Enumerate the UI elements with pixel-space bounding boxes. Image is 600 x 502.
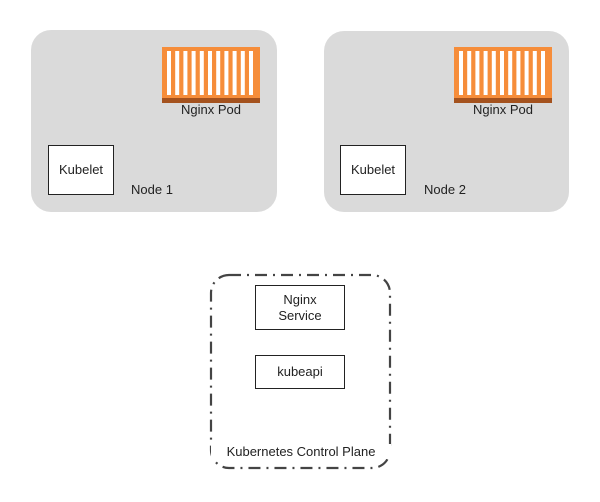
- pod-stripe: [167, 51, 171, 95]
- pod-stripe: [208, 51, 212, 95]
- nginx-pod-icon: [454, 47, 552, 103]
- pod-stripe: [240, 51, 245, 95]
- pod-stripe: [459, 51, 463, 95]
- pod-stripe: [183, 51, 188, 95]
- pod-stripe: [467, 51, 472, 95]
- pod-label: Nginx Pod: [181, 102, 241, 117]
- pod-label: Nginx Pod: [473, 102, 533, 117]
- pod-stripe: [191, 51, 196, 95]
- kubelet-box: Kubelet: [48, 145, 114, 195]
- pod-stripe: [516, 51, 521, 95]
- pod-stripe: [500, 51, 504, 95]
- pod-stripe: [491, 51, 496, 95]
- nginx-service-box: Nginx Service: [255, 285, 345, 330]
- pod-stripe: [249, 51, 253, 95]
- nginx-pod-icon: [162, 47, 260, 103]
- kubelet-box: Kubelet: [340, 145, 406, 195]
- pod-stripe: [524, 51, 529, 95]
- pod-stripe: [475, 51, 480, 95]
- pod-stripe: [541, 51, 545, 95]
- pod-stripe: [199, 51, 204, 95]
- control-plane-label: Kubernetes Control Plane: [211, 444, 391, 459]
- nginx-service-line1: Nginx: [283, 291, 317, 307]
- pod-stripe: [508, 51, 513, 95]
- pod-stripe: [224, 51, 229, 95]
- node-label: Node 1: [131, 182, 173, 197]
- pod-stripe: [216, 51, 221, 95]
- pod-stripe: [532, 51, 537, 95]
- pod-stripe: [175, 51, 180, 95]
- pod-stripe: [483, 51, 488, 95]
- kubeapi-box: kubeapi: [255, 355, 345, 389]
- nginx-service-line2: Service: [278, 307, 322, 323]
- node-label: Node 2: [424, 182, 466, 197]
- pod-stripe: [232, 51, 237, 95]
